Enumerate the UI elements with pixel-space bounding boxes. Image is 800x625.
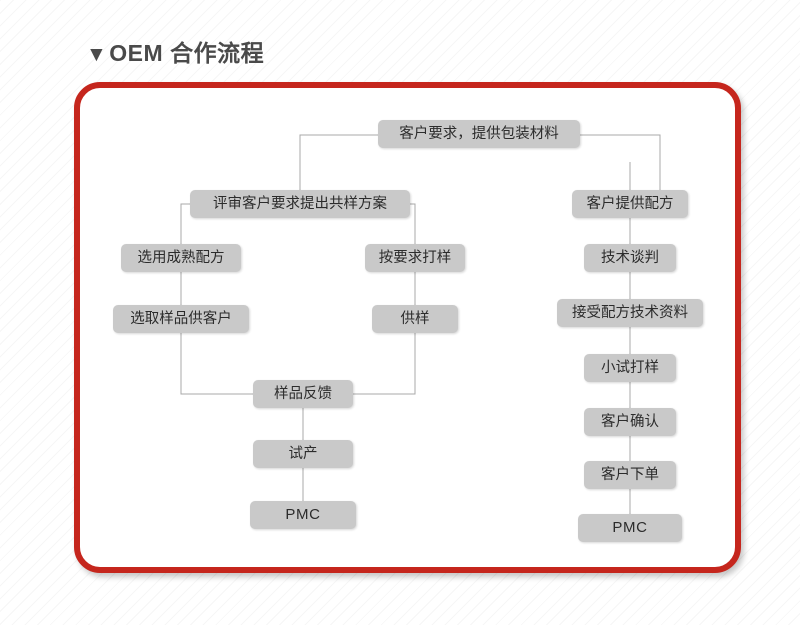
flow-node[interactable]: 客户确认 — [584, 408, 676, 436]
flow-node[interactable]: 选用成熟配方 — [121, 244, 241, 272]
flow-node[interactable]: 技术谈判 — [584, 244, 676, 272]
flow-node[interactable]: 样品反馈 — [253, 380, 353, 408]
flow-node[interactable]: 选取样品供客户 — [113, 305, 249, 333]
flow-node[interactable]: PMC — [250, 501, 356, 529]
edge-n1-n10-b — [580, 134, 661, 190]
flow-node[interactable]: 供样 — [372, 305, 458, 333]
edge-n6-n7 — [353, 333, 416, 395]
edge-n2-n4 — [410, 203, 416, 244]
flow-node[interactable]: 客户要求，提供包装材料 — [378, 120, 580, 148]
flow-node[interactable]: 评审客户要求提出共样方案 — [190, 190, 410, 218]
flow-node[interactable]: 小试打样 — [584, 354, 676, 382]
flow-node[interactable]: 试产 — [253, 440, 353, 468]
edge-n5-n7 — [180, 333, 253, 395]
edge-n2-n3 — [180, 203, 190, 244]
flow-node[interactable]: 按要求打样 — [365, 244, 465, 272]
flow-node[interactable]: 接受配方技术资料 — [557, 299, 703, 327]
page-title-text: OEM 合作流程 — [109, 40, 265, 66]
page-title: ▼OEM 合作流程 — [86, 34, 264, 68]
flow-node[interactable]: 客户提供配方 — [572, 190, 688, 218]
flow-node[interactable]: PMC — [578, 514, 682, 542]
triangle-bullet-icon: ▼ — [86, 43, 108, 66]
flow-node[interactable]: 客户下单 — [584, 461, 676, 489]
